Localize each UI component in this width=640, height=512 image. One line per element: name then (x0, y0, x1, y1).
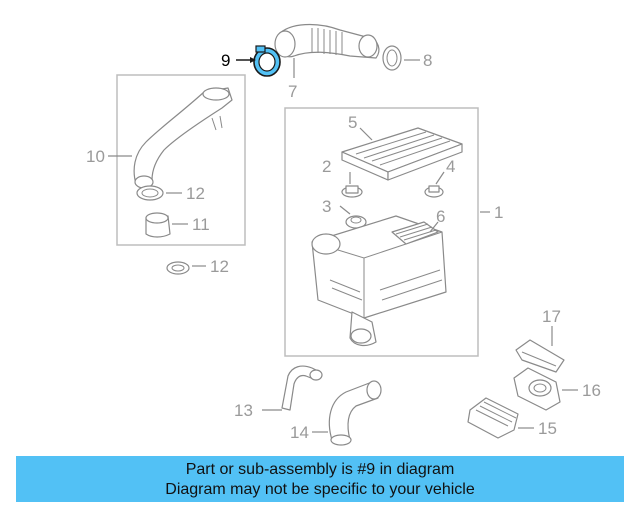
part-3-insulator[interactable] (345, 215, 367, 229)
part-11-coupler[interactable] (145, 212, 171, 238)
leader-5 (359, 127, 373, 141)
callout-17: 17 (542, 307, 561, 326)
callout-5: 5 (348, 113, 357, 132)
banner-line-part-number: Part or sub-assembly is #9 in diagram (185, 461, 455, 478)
callout-7: 7 (288, 82, 297, 101)
part-17-air-guide[interactable] (515, 339, 565, 373)
part-10-intake-tube[interactable] (133, 87, 233, 189)
part-6-air-cleaner-housing[interactable] (311, 215, 447, 347)
leader-9-arrow (250, 57, 256, 63)
callout-12-lower: 12 (210, 257, 229, 276)
callout-13: 13 (234, 401, 253, 420)
group-box-1 (284, 107, 479, 357)
callout-4: 4 (446, 157, 455, 176)
part-9-hose-clamp[interactable] (253, 45, 281, 77)
part-12-clamp-upper[interactable] (136, 185, 164, 201)
leader-3 (339, 205, 351, 215)
leader-4 (435, 171, 445, 185)
part-4-grommet[interactable] (424, 185, 444, 198)
info-banner: Part or sub-assembly is #9 in diagram Di… (16, 456, 624, 502)
callout-9: 9 (221, 51, 230, 70)
callout-2: 2 (322, 157, 331, 176)
part-7-intake-hose[interactable] (274, 23, 380, 59)
part-14-intake-duct[interactable] (328, 380, 382, 446)
part-8-clamp[interactable] (382, 45, 402, 71)
callout-14: 14 (290, 423, 309, 442)
part-16-resonator[interactable] (513, 367, 561, 411)
part-5-air-filter[interactable] (341, 127, 463, 181)
callout-15: 15 (538, 419, 557, 438)
callout-11: 11 (192, 215, 210, 234)
callout-12-upper: 12 (186, 184, 205, 203)
parts-diagram: 7 8 9 10 12 11 12 (86, 23, 601, 446)
callout-3: 3 (322, 197, 331, 216)
callout-16: 16 (582, 381, 601, 400)
part-13-vent-hose[interactable] (281, 365, 323, 411)
banner-line-disclaimer: Diagram may not be specific to your vehi… (165, 481, 475, 498)
callout-1: 1 (494, 203, 503, 222)
callout-6: 6 (436, 207, 445, 226)
part-12-clamp-lower[interactable] (166, 261, 190, 275)
callout-8: 8 (423, 51, 432, 70)
callout-10: 10 (86, 147, 105, 166)
leader-6 (429, 221, 439, 233)
part-15-duct[interactable] (467, 397, 519, 439)
group-box-10 (116, 74, 246, 246)
part-2-grommet[interactable] (341, 185, 363, 198)
